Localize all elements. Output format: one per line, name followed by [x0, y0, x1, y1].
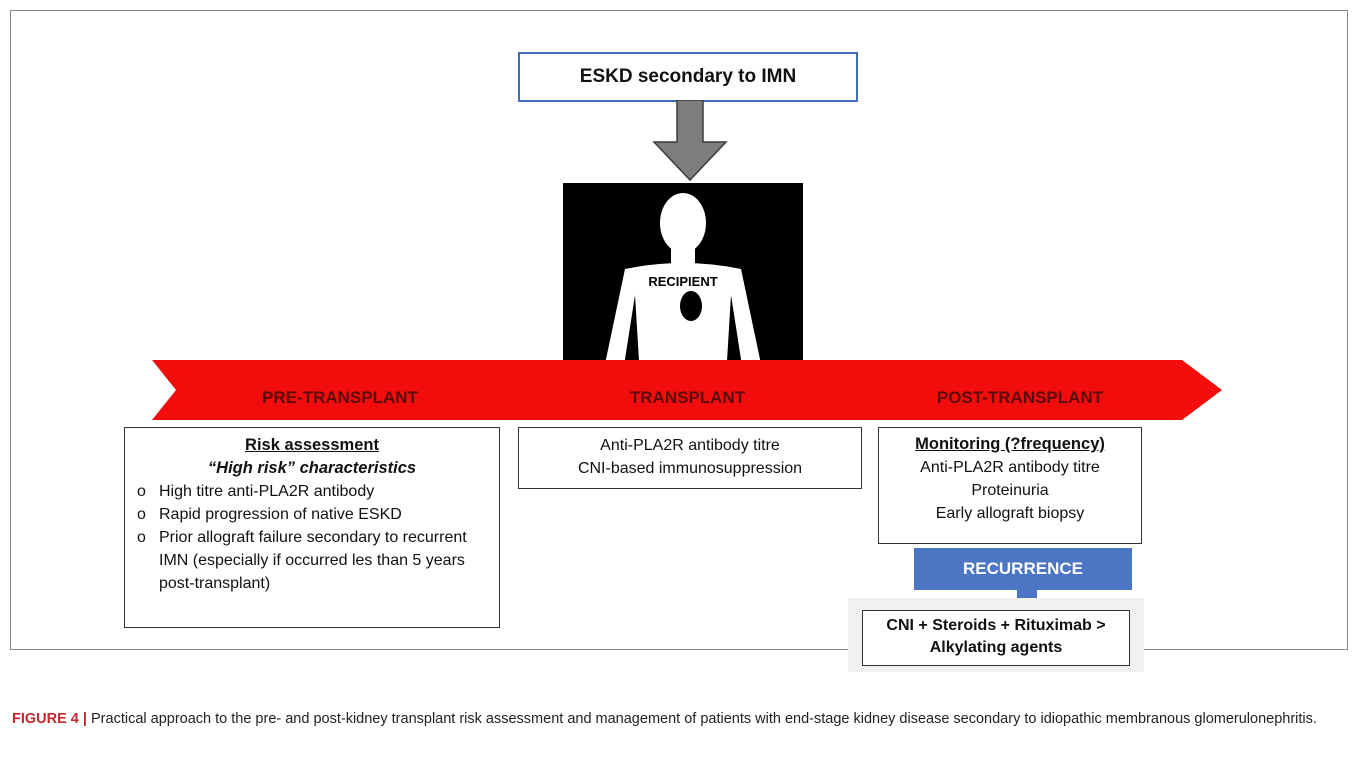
risk-list-item: o Rapid progression of native ESKD — [135, 503, 489, 526]
phase-transplant: TRANSPLANT — [629, 388, 746, 407]
figure-frame — [10, 10, 1348, 650]
treatment-line: Alkylating agents — [929, 639, 1063, 656]
down-arrow-icon — [652, 100, 728, 182]
bullet-icon: o — [137, 529, 146, 546]
risk-item-text: Rapid progression of native ESKD — [159, 506, 402, 523]
risk-item-text: High titre anti-PLA2R antibody — [159, 483, 375, 500]
recipient-label: RECIPIENT — [648, 274, 717, 289]
risk-item-text: Prior allograft failure secondary to rec… — [159, 529, 467, 592]
high-risk-subheading: “High risk” characteristics — [207, 459, 417, 477]
figure-label: FIGURE 4 | — [12, 711, 87, 727]
treatment-box: CNI + Steroids + Rituximab > Alkylating … — [862, 610, 1130, 666]
risk-list: o High titre anti-PLA2R antibody o Rapid… — [135, 480, 489, 595]
caption-text: Practical approach to the pre- and post-… — [91, 711, 1317, 727]
monitoring-heading: Monitoring (?frequency) — [915, 435, 1105, 453]
recurrence-label: RECURRENCE — [963, 559, 1083, 578]
monitoring-line: Anti-PLA2R antibody titre — [920, 459, 1100, 476]
monitoring-line: Proteinuria — [971, 482, 1049, 499]
phase-post-transplant: POST-TRANSPLANT — [936, 388, 1104, 407]
risk-list-item: o High titre anti-PLA2R antibody — [135, 480, 489, 503]
eskd-box: ESKD secondary to IMN — [518, 52, 858, 102]
transplant-line: Anti-PLA2R antibody titre — [600, 437, 780, 454]
risk-assessment-heading: Risk assessment — [245, 436, 379, 454]
treatment-line: CNI + Steroids + Rituximab > — [886, 617, 1106, 634]
risk-assessment-box: Risk assessment “High risk” characterist… — [124, 427, 500, 628]
timeline-arrow — [152, 360, 1222, 420]
bullet-icon: o — [137, 506, 146, 523]
phase-pre-transplant: PRE-TRANSPLANT — [262, 388, 418, 407]
figure-caption: FIGURE 4 | Practical approach to the pre… — [12, 708, 1342, 730]
risk-list-item: o Prior allograft failure secondary to r… — [135, 526, 489, 595]
recurrence-box: RECURRENCE — [914, 548, 1132, 590]
transplant-box: Anti-PLA2R antibody titre CNI-based immu… — [518, 427, 862, 489]
monitoring-line: Early allograft biopsy — [935, 505, 1085, 522]
bullet-icon: o — [137, 483, 146, 500]
transplant-line: CNI-based immunosuppression — [577, 460, 803, 477]
eskd-box-text: ESKD secondary to IMN — [579, 66, 797, 87]
monitoring-box: Monitoring (?frequency) Anti-PLA2R antib… — [878, 427, 1142, 544]
